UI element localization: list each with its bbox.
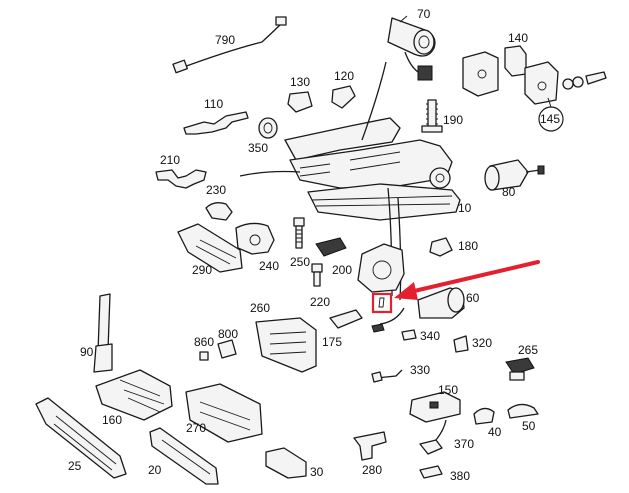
part-220-pin bbox=[311, 263, 323, 287]
label-380: 380 bbox=[450, 469, 470, 483]
part-265-switch bbox=[505, 357, 535, 381]
label-230: 230 bbox=[206, 183, 226, 197]
label-265: 265 bbox=[518, 343, 538, 357]
label-320: 320 bbox=[472, 336, 492, 350]
part-320-bracket bbox=[453, 335, 469, 353]
part-50-cap bbox=[507, 403, 539, 419]
part-280-part bbox=[353, 431, 387, 461]
part-370-lever bbox=[419, 419, 447, 455]
part-230-clip bbox=[205, 202, 233, 221]
label-270: 270 bbox=[186, 421, 206, 435]
part-350-bushing bbox=[258, 117, 278, 139]
label-40: 40 bbox=[488, 425, 502, 439]
label-140: 140 bbox=[508, 31, 528, 45]
highlight-arrow-head bbox=[394, 282, 418, 300]
label-80: 80 bbox=[502, 185, 516, 199]
part-200-connector bbox=[315, 237, 347, 257]
highlight-callout bbox=[371, 260, 540, 314]
part-340-connector bbox=[371, 323, 417, 341]
label-10: 10 bbox=[458, 201, 472, 215]
label-25: 25 bbox=[68, 459, 82, 473]
label-160: 160 bbox=[102, 413, 122, 427]
label-90: 90 bbox=[80, 345, 94, 359]
callout-145: 145 bbox=[538, 97, 564, 132]
label-145: 145 bbox=[540, 112, 560, 126]
part-290-rail bbox=[177, 223, 243, 273]
part-140-bracket bbox=[462, 45, 607, 105]
part-790-cable bbox=[172, 16, 287, 74]
label-340: 340 bbox=[420, 329, 440, 343]
part-330-cable bbox=[371, 369, 403, 383]
part-270-block bbox=[185, 383, 263, 443]
part-190-spring bbox=[421, 99, 443, 133]
label-350: 350 bbox=[248, 141, 268, 155]
label-175: 175 bbox=[322, 335, 342, 349]
part-80-motor bbox=[484, 159, 545, 191]
part-120-cap bbox=[331, 85, 356, 109]
part-seat-frame bbox=[239, 61, 461, 301]
label-190: 190 bbox=[443, 113, 463, 127]
part-210-bracket bbox=[155, 169, 207, 189]
part-800-plug bbox=[217, 339, 237, 359]
label-370: 370 bbox=[454, 437, 474, 451]
part-180-clip bbox=[429, 237, 453, 257]
label-200: 200 bbox=[332, 263, 352, 277]
part-860-plug bbox=[199, 351, 209, 361]
label-20: 20 bbox=[148, 463, 162, 477]
part-160-block bbox=[95, 369, 173, 421]
label-120: 120 bbox=[334, 69, 354, 83]
part-175-pad bbox=[329, 309, 363, 329]
label-260: 260 bbox=[250, 301, 270, 315]
part-110-rail bbox=[183, 111, 249, 135]
label-860: 860 bbox=[194, 335, 214, 349]
highlight-box-inner bbox=[378, 297, 385, 308]
label-150: 150 bbox=[438, 383, 458, 397]
label-250: 250 bbox=[290, 255, 310, 269]
label-110: 110 bbox=[204, 97, 223, 111]
part-130-cap bbox=[287, 91, 313, 113]
part-90-rail bbox=[93, 293, 113, 373]
label-60: 60 bbox=[466, 291, 480, 305]
label-240: 240 bbox=[259, 259, 279, 273]
label-180: 180 bbox=[458, 239, 478, 253]
label-210: 210 bbox=[160, 153, 180, 167]
label-290: 290 bbox=[192, 263, 212, 277]
highlight-arrow-shaft bbox=[408, 260, 540, 294]
part-380-part bbox=[419, 465, 443, 479]
part-240-bracket bbox=[235, 222, 275, 255]
label-220: 220 bbox=[310, 295, 330, 309]
label-50: 50 bbox=[522, 419, 536, 433]
part-40-cap bbox=[473, 407, 495, 425]
part-25-rail bbox=[35, 397, 127, 479]
label-30: 30 bbox=[310, 465, 324, 479]
label-790: 790 bbox=[215, 33, 235, 47]
label-70: 70 bbox=[417, 7, 431, 21]
label-330: 330 bbox=[410, 363, 430, 377]
label-280: 280 bbox=[362, 463, 382, 477]
highlight-box bbox=[371, 292, 393, 314]
part-housing bbox=[357, 243, 405, 293]
part-70-motor bbox=[387, 17, 436, 81]
label-130: 130 bbox=[290, 75, 310, 89]
part-260-module bbox=[255, 317, 317, 373]
part-250-bolt bbox=[293, 217, 305, 249]
part-60-motor bbox=[379, 287, 465, 325]
part-20-rail bbox=[149, 427, 219, 485]
part-150-module bbox=[409, 391, 461, 423]
label-800: 800 bbox=[218, 327, 238, 341]
part-30-block bbox=[265, 447, 307, 479]
